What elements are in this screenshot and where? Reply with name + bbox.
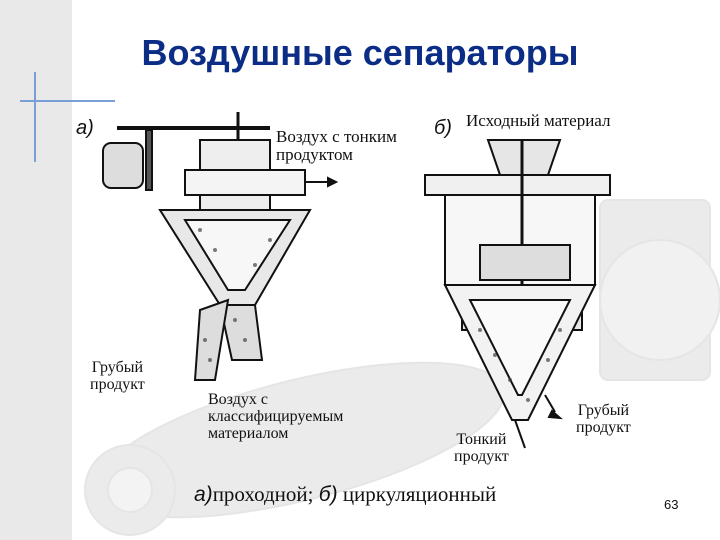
diagram-b-fine-label-line1: Тонкий — [456, 431, 507, 448]
motor-mount — [145, 129, 153, 191]
outlet-arrow-head — [327, 176, 339, 188]
diagram-a-air-label-line2: классифицируемым — [208, 407, 344, 425]
diagram-a-air-label-line3: материалом — [208, 424, 289, 442]
motor-icon — [102, 142, 144, 189]
diagram-a-air-label: Воздух с классифицируемым материалом — [208, 391, 344, 442]
inner-cone — [183, 219, 292, 291]
diagram-b-coarse-label: Грубый продукт — [576, 402, 631, 437]
coarse-outlet-arrow-head — [547, 409, 563, 420]
diagram-a-coarse-label-line1: Грубый — [91, 359, 144, 376]
diagram-a-top-label-line1: Воздух с тонким — [276, 127, 397, 146]
page-number: 63 — [664, 497, 679, 512]
diagram-a-top-label-line2: продуктом — [276, 144, 353, 164]
coarse-outlet-arrow — [544, 394, 556, 413]
diagram-b-fine-label: Тонкий продукт — [454, 431, 509, 466]
top-plate — [424, 174, 611, 196]
diagram-a-marker: а) — [76, 117, 94, 139]
diagram-b-source-label: Исходный материал — [466, 111, 611, 130]
diagram-a-coarse-label: Грубый продукт — [90, 359, 145, 394]
feed-hopper — [486, 139, 562, 176]
figure-caption: а)проходной; б) циркуляционный — [194, 482, 496, 507]
slide-title: Воздушные сепараторы — [141, 32, 579, 73]
caption-b-text: циркуляционный — [337, 482, 497, 506]
diagram-b-fine-label-line2: продукт — [454, 447, 509, 465]
air-inlet-pipe — [193, 298, 230, 381]
rotor — [479, 244, 571, 281]
diagram-a-air-label-line1: Воздух с — [208, 391, 268, 408]
caption-b-marker: б) — [318, 483, 338, 506]
accent-line-horizontal — [20, 100, 115, 102]
diagram-b-marker: б) — [434, 117, 452, 139]
accent-line-vertical — [34, 72, 36, 162]
caption-a-text: проходной; — [212, 482, 319, 506]
diagram-a-top-label: Воздух с тонким продуктом — [276, 128, 397, 164]
diagram-b-coarse-label-line1: Грубый — [577, 402, 630, 419]
fine-product-outlet — [514, 419, 526, 449]
diagram-a-coarse-label-line2: продукт — [90, 375, 145, 393]
outlet-pipe — [184, 169, 306, 196]
left-decor-band — [0, 0, 72, 540]
inner-cone-b — [468, 299, 572, 396]
coarse-outlet — [218, 304, 264, 361]
caption-a-marker: а) — [194, 483, 213, 506]
diagram-b-coarse-label-line2: продукт — [576, 418, 631, 436]
